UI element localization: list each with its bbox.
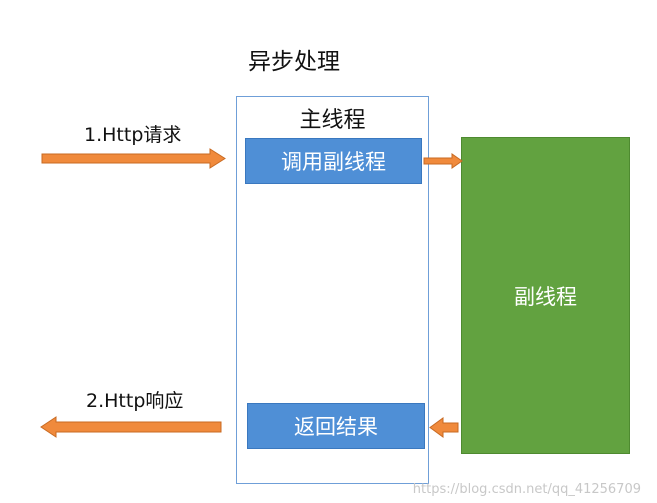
call-sub-thread-box: 调用副线程 — [245, 138, 422, 184]
response-arrow — [40, 416, 222, 438]
main-thread-title: 主线程 — [299, 108, 366, 133]
sub-thread-label: 副线程 — [514, 284, 577, 309]
return-result-box: 返回结果 — [247, 403, 425, 449]
http-response-label: 2.Http响应 — [86, 390, 184, 412]
watermark-url: https://blog.csdn.net/qq_41256709 — [412, 482, 641, 497]
sub-thread-box: 副线程 — [461, 137, 630, 454]
http-request-label: 1.Http请求 — [84, 124, 182, 146]
call-sub-thread-label: 调用副线程 — [281, 150, 386, 174]
diagram-title: 异步处理 — [248, 49, 340, 75]
request-arrow — [41, 148, 226, 169]
call-arrow — [423, 153, 463, 169]
return-result-label: 返回结果 — [294, 415, 378, 439]
return-arrow — [429, 417, 459, 438]
